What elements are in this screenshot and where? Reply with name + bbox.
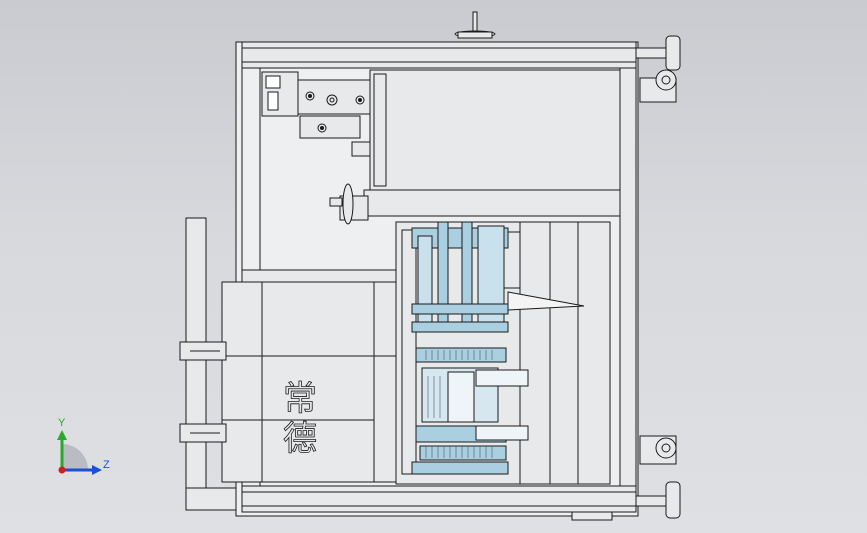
- gear-teeth: [425, 350, 493, 458]
- engraved-label: 常 德: [283, 379, 318, 460]
- triad-shadow: [62, 444, 88, 470]
- caster-bottom-right: [635, 435, 681, 519]
- upper-housing: [363, 69, 621, 217]
- x-axis-dot: [58, 466, 66, 474]
- gear-assembly[interactable]: [411, 221, 529, 475]
- triad-y-label: Y: [58, 417, 66, 429]
- top-handwheel: [454, 11, 496, 39]
- caster-top-right: [635, 35, 681, 103]
- bottom-foot-bracket: [571, 511, 613, 521]
- engraving-line-2: 德: [283, 419, 317, 459]
- left-box-enclosure: [221, 269, 397, 483]
- engraving-line-1: 常: [283, 379, 317, 419]
- left-side-rail: [179, 217, 237, 511]
- orientation-triad[interactable]: Y Z: [57, 417, 110, 475]
- valve-block: [261, 71, 373, 157]
- left-handwheel: [329, 183, 369, 225]
- triad-z-label: Z: [103, 459, 110, 471]
